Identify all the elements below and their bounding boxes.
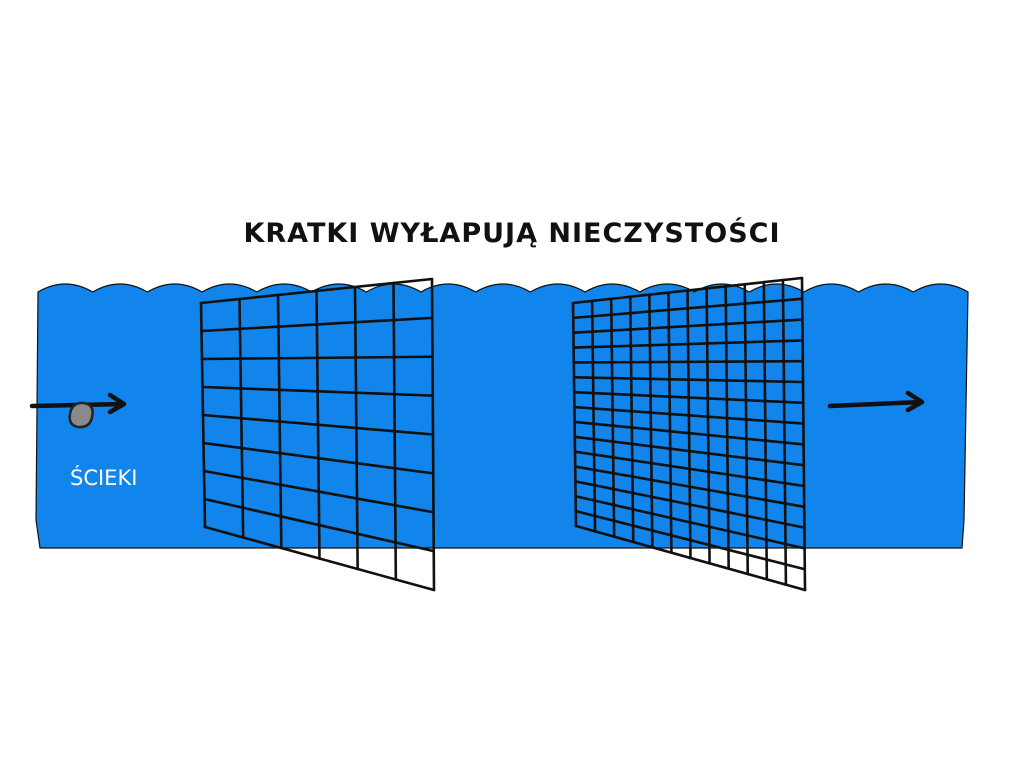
outflow-arrow-icon — [827, 390, 925, 413]
flow-label: ŚCIEKI — [70, 466, 138, 490]
grate-bar — [573, 420, 805, 446]
grate-bar — [590, 299, 597, 533]
grate-bar — [781, 278, 788, 586]
debris-stone-icon — [68, 401, 94, 429]
grate-bar — [572, 339, 804, 349]
grate-bar — [571, 301, 578, 528]
grate-bar — [667, 291, 673, 554]
grate-bar — [800, 276, 807, 592]
grate-bar — [571, 297, 804, 320]
grate-bar — [572, 376, 805, 384]
diagram-title: KRATKI WYŁAPUJĄ NIECZYSTOŚCI — [243, 218, 781, 249]
grate-bar — [201, 413, 435, 436]
water-channel — [35, 283, 969, 549]
grate-bar — [573, 450, 806, 488]
grate-bar — [200, 355, 434, 361]
grate-bar — [628, 295, 635, 544]
grate-bar — [199, 277, 434, 305]
grate-bar — [609, 297, 616, 538]
grate-bar — [572, 359, 805, 364]
grate-bar — [705, 287, 711, 565]
fine-grate — [571, 276, 807, 592]
grate-bar — [573, 465, 806, 509]
grate-bar — [573, 435, 806, 467]
grate-bar — [203, 497, 436, 553]
grate-bar — [203, 525, 436, 592]
grate-bar — [743, 282, 750, 576]
grate-bar — [686, 289, 692, 560]
grate-bar — [202, 469, 435, 514]
grate-bar — [574, 494, 806, 550]
grate-bar — [724, 285, 730, 570]
grate-bar — [572, 390, 805, 405]
grate-bar — [572, 318, 804, 335]
coarse-grate — [199, 277, 436, 592]
grate-bar — [574, 509, 807, 571]
grate-bar — [762, 280, 769, 581]
grate-bar — [202, 441, 435, 475]
grate-bar — [201, 385, 435, 397]
grate-bar — [574, 524, 807, 592]
grate-bar — [573, 405, 805, 425]
grate-bar — [574, 480, 806, 529]
grate-bar — [200, 316, 434, 333]
grate-bar — [571, 276, 804, 305]
grate-bar — [648, 293, 654, 549]
